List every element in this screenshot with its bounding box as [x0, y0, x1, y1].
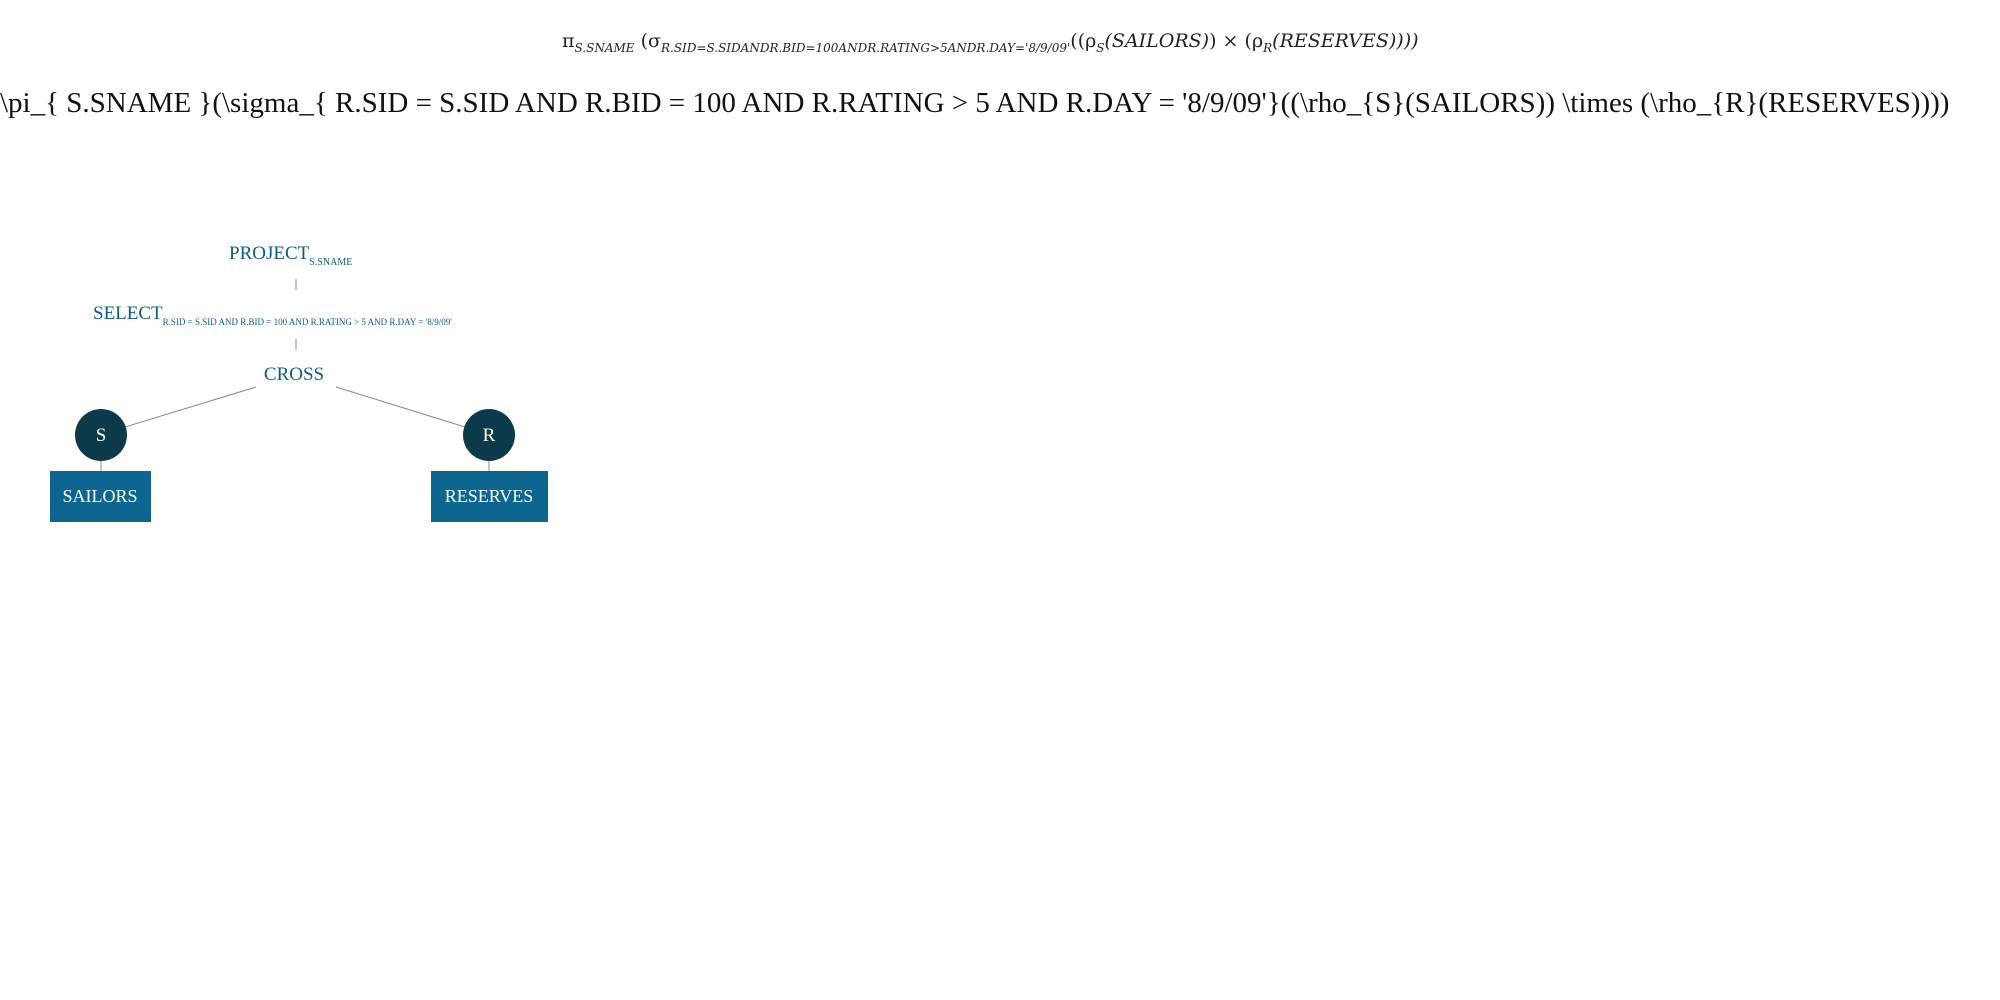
rename-s-node: S	[75, 409, 127, 461]
cross-node: CROSS	[264, 364, 324, 385]
edge-cross-s	[124, 386, 257, 428]
rename-r-node: R	[463, 409, 515, 461]
reserves-term: (RESERVES))))	[1272, 30, 1419, 52]
rename-s-circle	[75, 409, 127, 461]
svg-text:SELECTR.SID = S.SID AND R.BID: SELECTR.SID = S.SID AND R.BID = 100 AND …	[93, 303, 452, 327]
tree-edges	[100, 279, 490, 471]
project-node: PROJECTS.SNAME	[229, 243, 352, 268]
sigma-symbol: σ	[648, 30, 661, 52]
rendered-expression: πS.SNAME (σR.SID=S.SIDANDR.BID=100ANDR.R…	[562, 30, 1419, 55]
select-node: SELECTR.SID = S.SID AND R.BID = 100 AND …	[93, 303, 452, 327]
sailors-relation: SAILORS	[50, 471, 151, 522]
sailors-box	[50, 471, 151, 522]
select-subscript: R.SID=S.SIDANDR.BID=100ANDR.RATING>5ANDR…	[660, 41, 1071, 55]
pi-symbol: π	[562, 30, 575, 52]
reserves-label: RESERVES	[445, 486, 534, 506]
project-condition: S.SNAME	[309, 257, 352, 268]
sailors-label: SAILORS	[62, 486, 137, 506]
svg-text:PROJECTS.SNAME: PROJECTS.SNAME	[229, 243, 352, 268]
rename-r-circle	[463, 409, 515, 461]
times-operator: ) × (	[1209, 30, 1252, 52]
select-label: SELECT	[93, 303, 163, 324]
project-label: PROJECT	[229, 243, 310, 264]
rho-r-subscript: R	[1263, 41, 1273, 55]
open-paren: (	[634, 30, 648, 52]
rho-s-subscript: S	[1096, 41, 1105, 55]
rho-r-symbol: ρ	[1251, 30, 1264, 52]
reserves-relation: RESERVES	[431, 471, 548, 522]
sailors-term: (SAILORS)	[1104, 30, 1210, 52]
cross-label: CROSS	[264, 364, 324, 385]
rename-s-label: S	[96, 425, 107, 446]
raw-latex-expression: \pi_{ S.SNAME }(\sigma_{ R.SID = S.SID A…	[0, 87, 1950, 119]
select-condition: R.SID = S.SID AND R.BID = 100 AND R.RATI…	[163, 317, 453, 327]
project-subscript: S.SNAME	[574, 41, 635, 55]
edge-cross-r	[335, 386, 466, 428]
reserves-box	[431, 471, 548, 522]
rho-s-symbol: ρ	[1085, 30, 1097, 52]
rename-r-label: R	[483, 425, 496, 446]
open-parens: ((	[1070, 30, 1086, 52]
